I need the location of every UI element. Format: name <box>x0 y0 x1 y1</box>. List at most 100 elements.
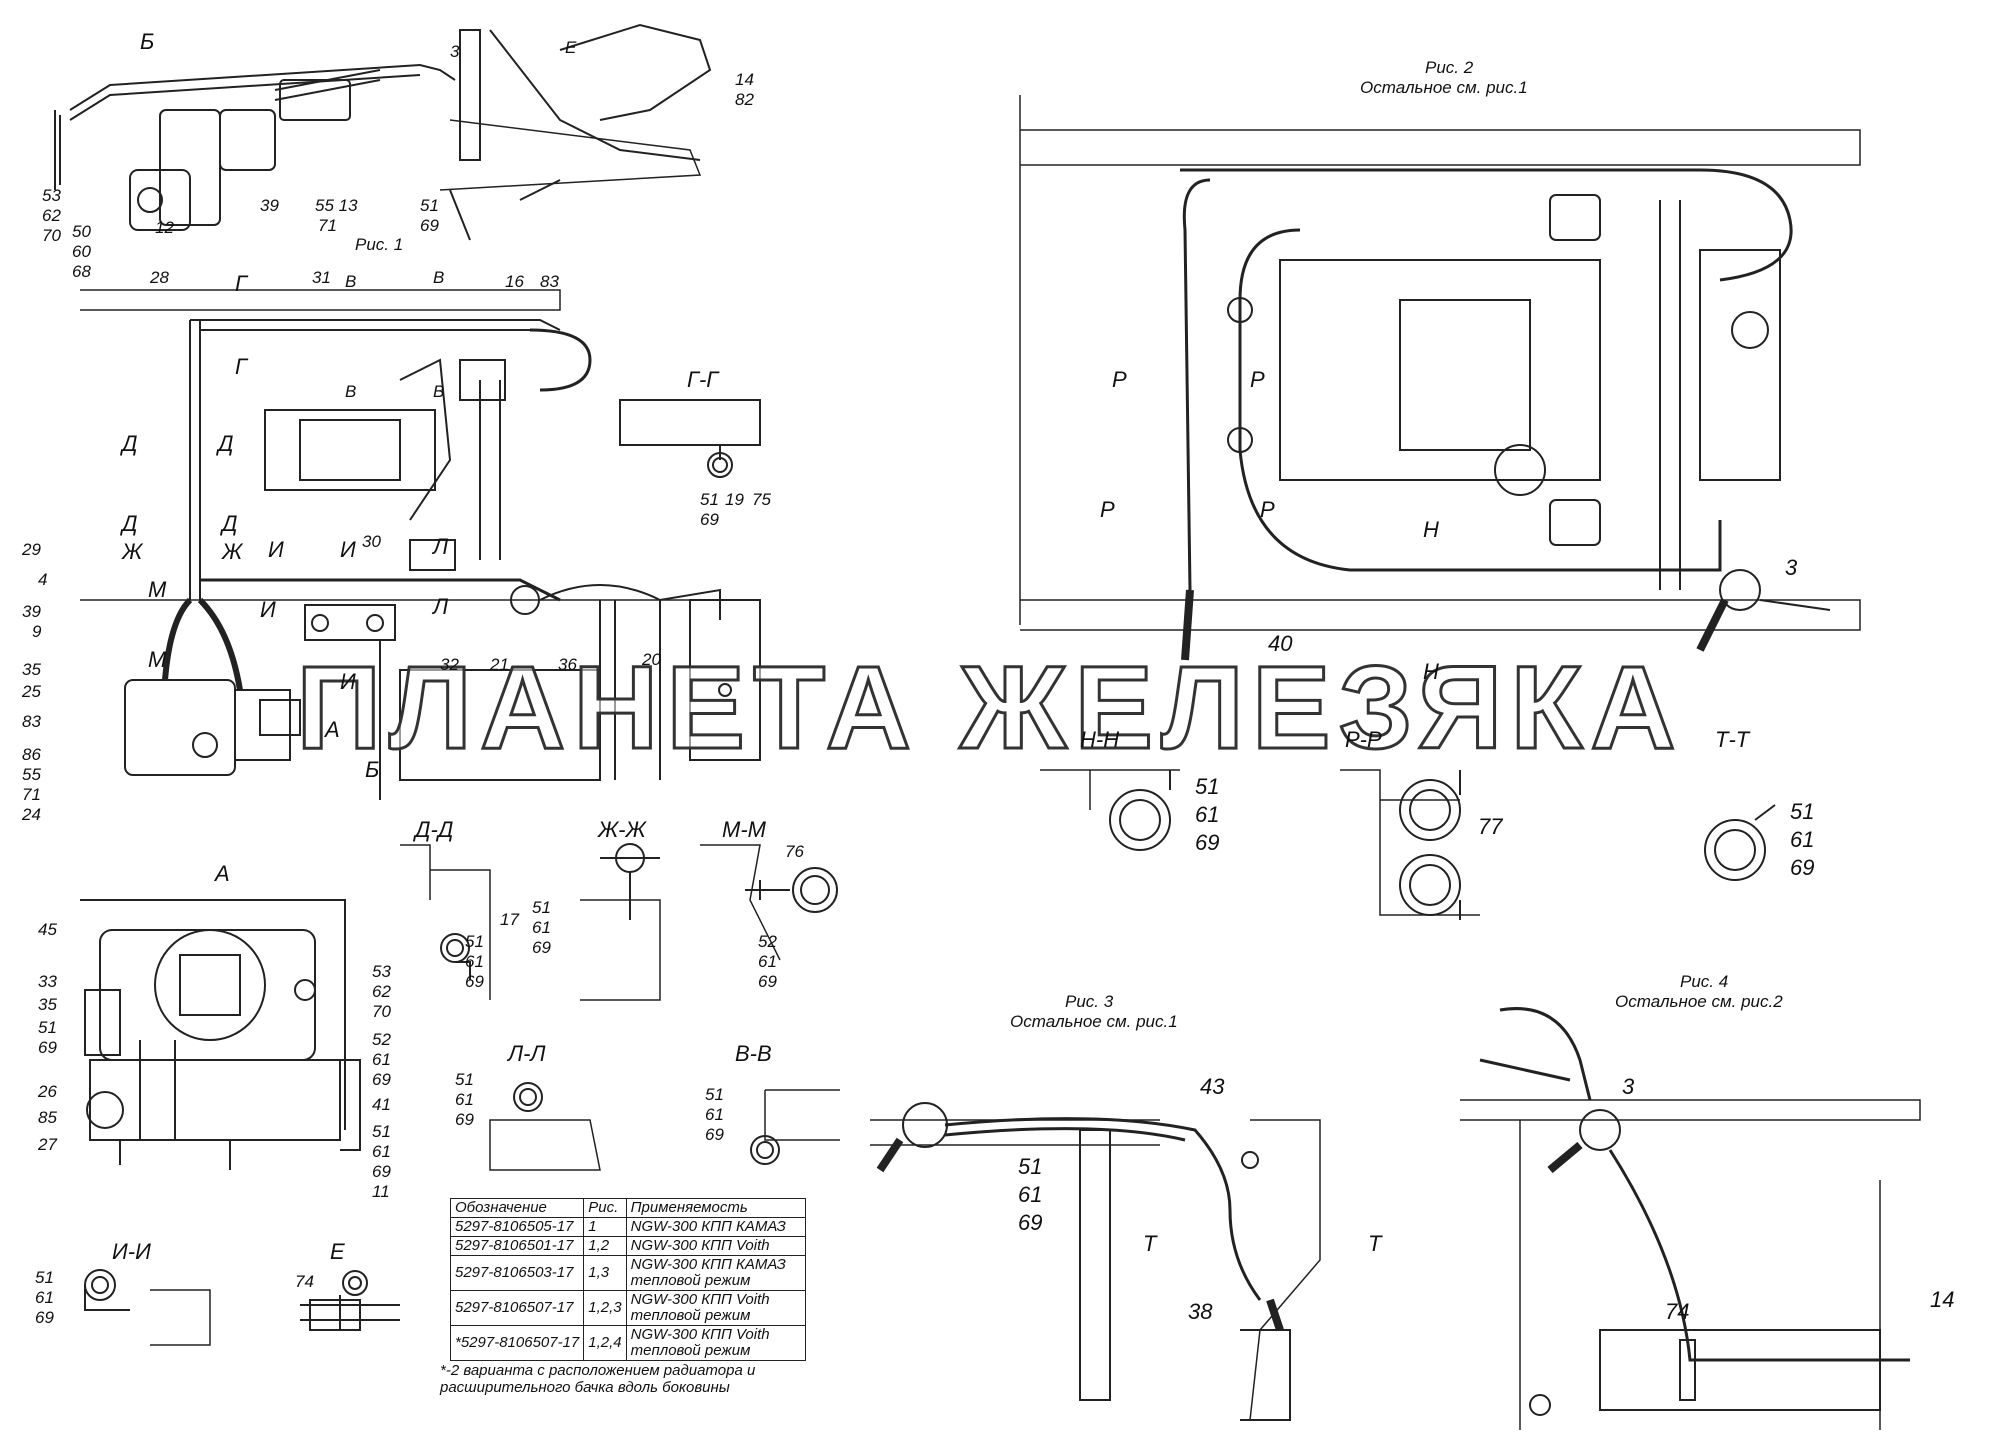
callout-61-mm: 61 <box>758 952 777 971</box>
view-b-drawing <box>54 23 712 241</box>
callout-55-13: 55 13 <box>315 196 358 215</box>
view-label-t-2: Т <box>1368 1231 1382 1256</box>
fig4-drawing <box>1460 1007 1921 1430</box>
callout-16: 16 <box>505 272 524 291</box>
callout-33: 33 <box>38 972 57 991</box>
table-cell: NGW-300 КПП Voith тепловой режим <box>625 1290 806 1326</box>
section-title-pp: Р-Р <box>1345 727 1382 752</box>
table-cell: 5297-8106501-17 <box>449 1236 585 1256</box>
callout-14: 14 <box>735 70 754 89</box>
section-ii-drawing <box>84 1269 211 1346</box>
callout-69-fig3: 69 <box>1018 1210 1043 1235</box>
callout-69-mm: 69 <box>758 972 777 991</box>
callout-61-vv: 61 <box>705 1105 724 1124</box>
fig3-drawing <box>870 1102 1321 1421</box>
view-label-zh-1: Ж <box>122 539 143 564</box>
section-title-nn: Н-Н <box>1080 727 1120 752</box>
table-cell: 1,2 <box>583 1236 627 1256</box>
callout-51-a: 51 <box>38 1018 57 1037</box>
callout-51-a2: 51 <box>372 1122 391 1141</box>
view-a-drawing <box>80 899 361 1170</box>
callout-38: 38 <box>1188 1299 1213 1324</box>
view-label-g-2: Г <box>235 354 247 379</box>
table-cell: 5297-8106503-17 <box>449 1255 585 1291</box>
callout-31: 31 <box>312 268 331 287</box>
callout-82: 82 <box>735 90 754 109</box>
table-cell: 1 <box>583 1217 627 1237</box>
callout-61-nn: 61 <box>1195 802 1220 827</box>
table-header-cell: Обозначение <box>449 1198 585 1218</box>
section-title-vv: В-В <box>735 1041 772 1066</box>
table-header-cell: Применяемость <box>625 1198 806 1218</box>
section-gg-drawing <box>619 399 761 478</box>
table-cell: NGW-300 КПП Voith <box>625 1236 806 1256</box>
table-header-cell: Рис. <box>583 1198 627 1218</box>
callout-21: 21 <box>490 655 509 674</box>
callout-40: 40 <box>1268 631 1293 656</box>
callout-69-ll: 69 <box>455 1110 474 1129</box>
section-title-mm: М-М <box>722 817 766 842</box>
callout-41: 41 <box>372 1095 391 1114</box>
view-label-r-1: Р <box>1112 367 1127 392</box>
fig4-note: Остальное см. рис.2 <box>1615 992 1783 1011</box>
view-label-i-2: И <box>340 537 356 562</box>
view-label-r-2: Р <box>1250 367 1265 392</box>
callout-51-b: 51 <box>420 196 439 215</box>
callout-39: 39 <box>22 602 41 621</box>
callout-19: 19 <box>725 490 744 509</box>
view-label-v-3: В <box>345 382 357 401</box>
callout-32: 32 <box>440 655 459 674</box>
view-label-a: А <box>215 861 230 886</box>
callout-35-a: 35 <box>38 995 57 1014</box>
callout-3: 3 <box>450 42 460 61</box>
table-cell: NGW-300 КПП Voith тепловой режим <box>625 1325 806 1361</box>
callout-61-a: 61 <box>372 1050 391 1069</box>
table-cell: *5297-8106507-17 <box>449 1325 585 1361</box>
callout-71-b: 71 <box>318 216 337 235</box>
callout-74-fig4: 74 <box>1665 1299 1690 1324</box>
callout-53-a: 53 <box>372 962 391 981</box>
callout-52-a: 52 <box>372 1030 391 1049</box>
view-label-t-1: Т <box>1143 1231 1157 1256</box>
callout-51-dd: 51 <box>465 932 484 951</box>
table-header-row: Обозначение Рис. Применяемость <box>449 1198 806 1218</box>
view-label-m-1: М <box>148 577 167 602</box>
callout-51-fig3: 51 <box>1018 1154 1043 1179</box>
section-title-ll: Л-Л <box>508 1041 546 1066</box>
callout-51-nn: 51 <box>1195 774 1220 799</box>
view-label-g-1: Г <box>235 271 247 296</box>
view-label-v-2: В <box>433 268 445 287</box>
callout-36: 36 <box>558 655 577 674</box>
callout-24: 24 <box>22 805 41 824</box>
callout-61-fig3: 61 <box>1018 1182 1043 1207</box>
callout-3-fig4: 3 <box>1622 1074 1635 1099</box>
callout-45: 45 <box>38 920 57 939</box>
section-vv-drawing <box>750 1089 840 1165</box>
section-title-gg: Г-Г <box>687 367 719 392</box>
fig3-note: Остальное см. рис.1 <box>1010 1012 1178 1031</box>
callout-43: 43 <box>1200 1074 1225 1099</box>
section-zhzh-drawing <box>580 843 661 1001</box>
sections-nn-pp-tt-drawing <box>1040 769 1776 920</box>
view-label-e: Е <box>565 38 577 57</box>
view-label-i-4: И <box>340 669 356 694</box>
view-label-i-3: И <box>260 597 276 622</box>
view-label-n-2: Н <box>1423 659 1439 684</box>
view-label-r-3: Р <box>1100 497 1115 522</box>
section-title-e: Е <box>330 1239 345 1264</box>
callout-29: 29 <box>22 540 41 559</box>
callout-30: 30 <box>362 532 381 551</box>
callout-52-mm: 52 <box>758 932 777 951</box>
callout-70: 70 <box>42 226 61 245</box>
fig4-title: Рис. 4 <box>1680 972 1729 991</box>
view-label-a-arrow: А <box>325 717 340 742</box>
callout-20: 20 <box>642 650 661 669</box>
callout-60: 60 <box>72 242 91 261</box>
callout-61-zh: 61 <box>532 918 551 937</box>
callout-12: 12 <box>155 218 174 237</box>
callout-53: 53 <box>42 186 61 205</box>
table-row: *5297-8106507-17 1,2,4 NGW-300 КПП Voith… <box>449 1325 806 1361</box>
table-cell: 1,2,3 <box>583 1290 627 1326</box>
table-row: 5297-8106503-17 1,3 NGW-300 КПП КАМАЗ те… <box>449 1255 806 1291</box>
table-cell: 5297-8106507-17 <box>449 1290 585 1326</box>
